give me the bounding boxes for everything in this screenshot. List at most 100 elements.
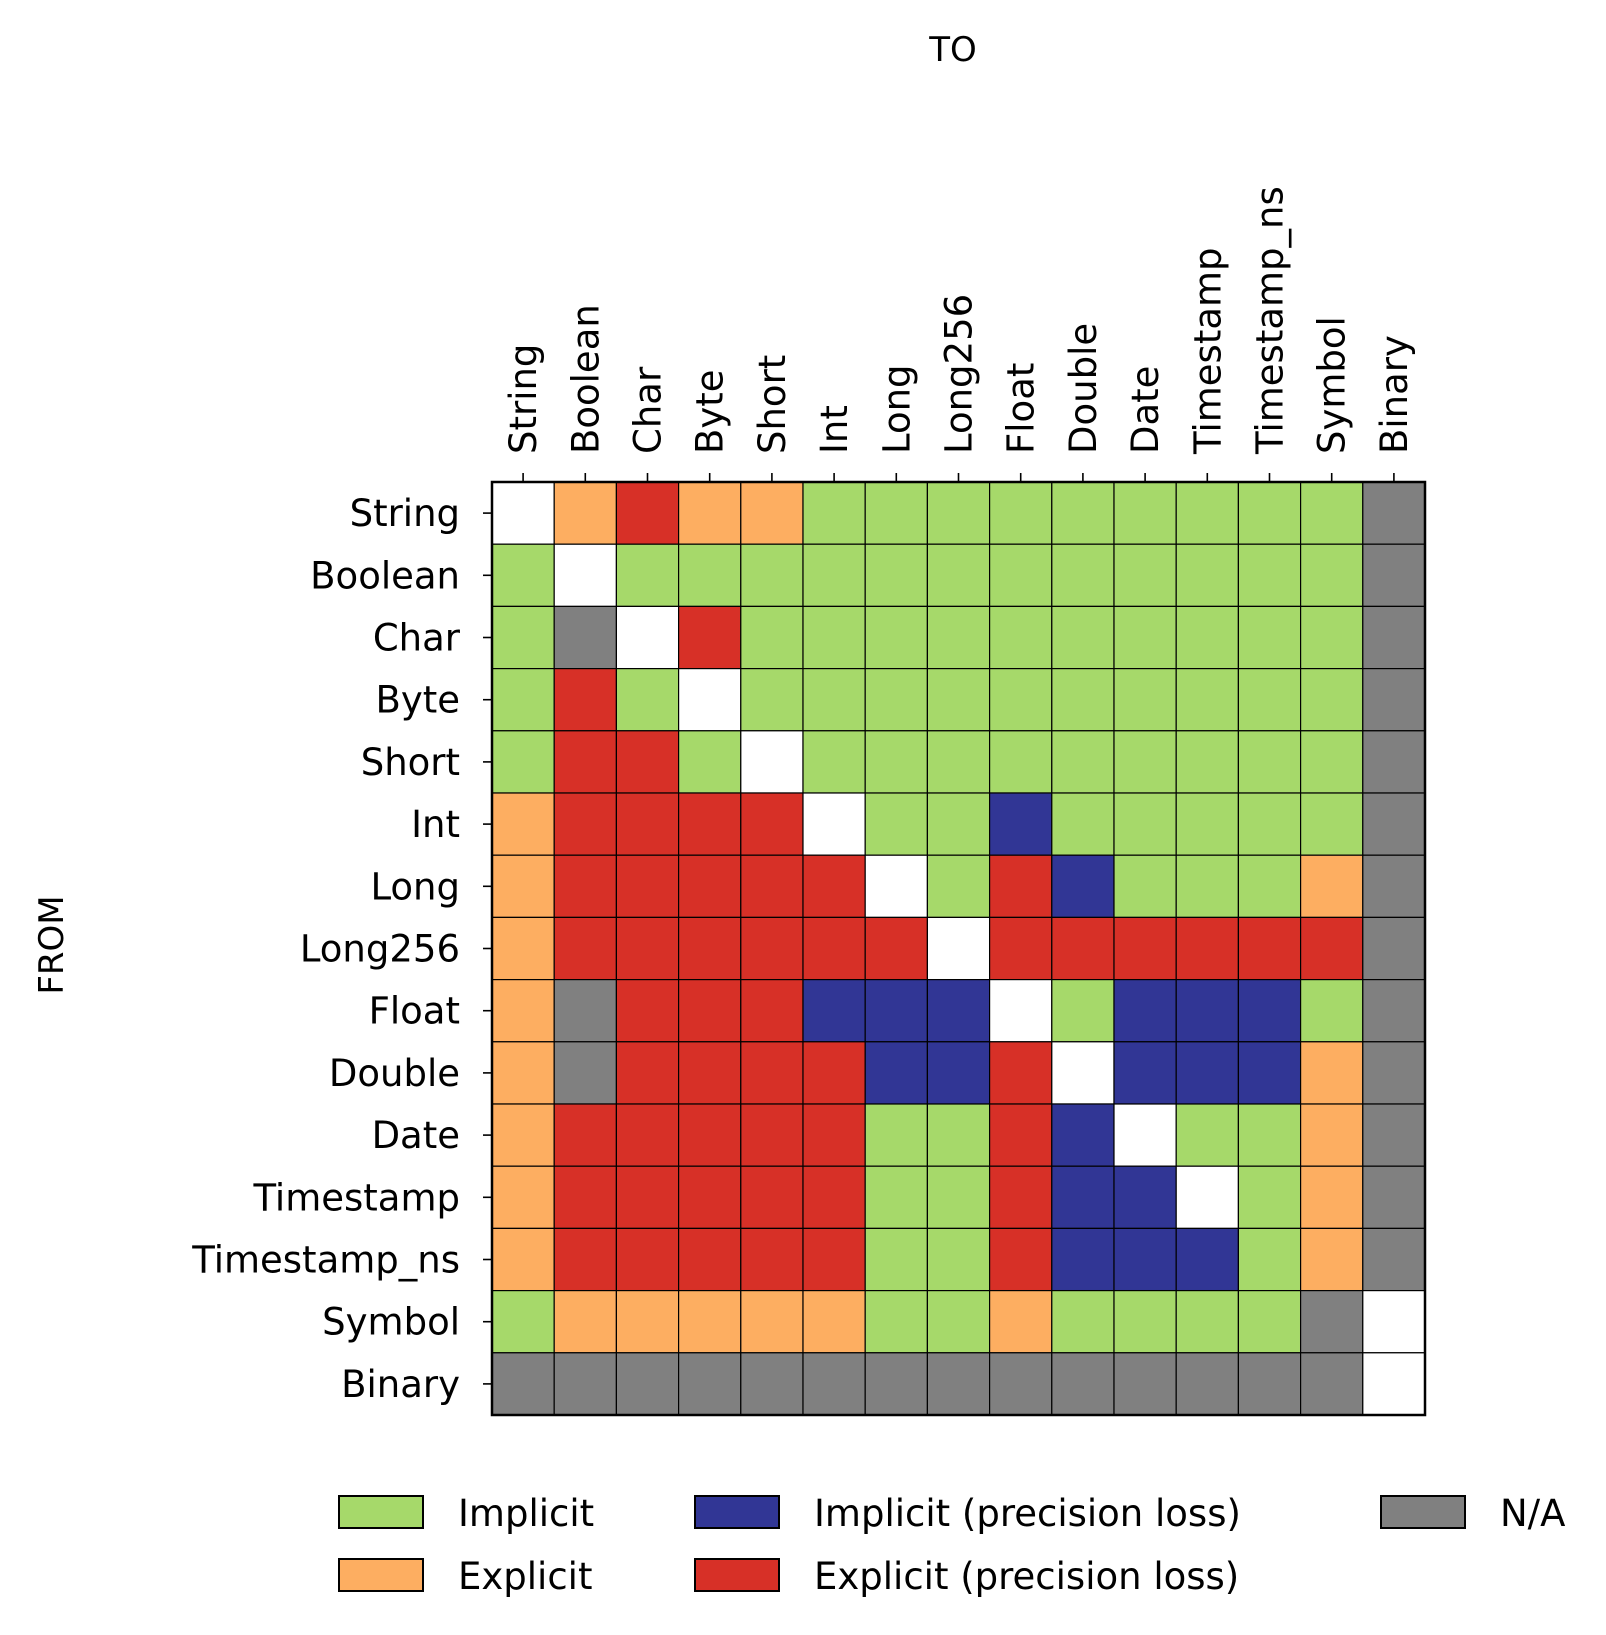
cell-timestamp-ns-to-long (864, 1227, 929, 1292)
cell-long-to-double (1051, 854, 1115, 919)
cell-short-to-char (615, 730, 680, 794)
cell-short-to-double (1051, 730, 1115, 794)
legend-label-explicit: Explicit (458, 1555, 592, 1598)
cell-char-to-long (864, 605, 929, 670)
cell-timestamp-ns-to-long256 (926, 1227, 991, 1292)
cell-date-to-boolean (553, 1103, 618, 1167)
cell-double-to-symbol (1299, 1041, 1364, 1105)
cell-date-to-float (988, 1103, 1053, 1167)
y-tick-label-int: Int (411, 803, 460, 846)
cell-short-to-boolean (553, 730, 618, 794)
cell-date-to-long256 (926, 1103, 991, 1167)
cell-double-to-binary (1362, 1041, 1426, 1105)
cell-byte-to-boolean (553, 667, 618, 732)
cell-date-to-long (864, 1103, 929, 1167)
cell-date-to-binary (1362, 1103, 1426, 1167)
cell-char-to-boolean (553, 605, 618, 670)
x-tick-label-timestamp-ns: Timestamp_ns (1249, 186, 1292, 455)
cell-date-to-string (491, 1103, 555, 1167)
cell-byte-to-timestamp (1175, 667, 1239, 732)
cell-float-to-timestamp-ns (1237, 978, 1302, 1043)
y-tick-labels: StringBooleanCharByteShortIntLongLong256… (191, 492, 492, 1406)
x-tick-label-symbol: Symbol (1311, 316, 1354, 454)
cell-timestamp-ns-to-date (1113, 1227, 1177, 1292)
y-tick-label-date: Date (372, 1114, 460, 1157)
cell-timestamp-ns-to-boolean (553, 1227, 618, 1292)
cell-string-to-long256 (926, 481, 991, 545)
cell-byte-to-byte (677, 667, 742, 732)
legend-label-implicit: Implicit (458, 1492, 594, 1535)
x-tick-label-byte: Byte (689, 369, 732, 454)
y-tick-label-string: String (350, 492, 460, 535)
cell-symbol-to-symbol (1299, 1289, 1364, 1354)
cell-char-to-binary (1362, 605, 1426, 670)
cell-short-to-symbol (1299, 730, 1364, 794)
cell-char-to-timestamp-ns (1237, 605, 1302, 670)
cell-timestamp-to-binary (1362, 1165, 1426, 1229)
cell-timestamp-to-boolean (553, 1165, 618, 1229)
cell-binary-to-long256 (926, 1352, 991, 1416)
x-tick-label-binary: Binary (1373, 335, 1416, 454)
cell-char-to-timestamp (1175, 605, 1239, 670)
cell-string-to-date (1113, 481, 1177, 545)
cell-binary-to-int (802, 1352, 866, 1416)
x-tick-label-long: Long (875, 364, 918, 454)
cell-byte-to-short (740, 667, 804, 732)
cell-long-to-int (802, 854, 866, 919)
cell-string-to-char (615, 481, 680, 545)
cell-int-to-long (864, 792, 929, 856)
cell-short-to-int (802, 730, 866, 794)
cell-string-to-timestamp (1175, 481, 1239, 545)
cell-long-to-timestamp (1175, 854, 1239, 919)
cell-binary-to-date (1113, 1352, 1177, 1416)
cell-timestamp-to-short (740, 1165, 804, 1229)
cell-timestamp-ns-to-timestamp (1175, 1227, 1239, 1292)
cell-boolean-to-timestamp-ns (1237, 543, 1302, 608)
cell-boolean-to-string (491, 543, 555, 608)
cell-symbol-to-string (491, 1289, 555, 1354)
cell-long-to-timestamp-ns (1237, 854, 1302, 919)
cell-long256-to-date (1113, 916, 1177, 981)
cell-boolean-to-double (1051, 543, 1115, 608)
cell-float-to-char (615, 978, 680, 1043)
cell-binary-to-symbol (1299, 1352, 1364, 1416)
cell-long256-to-float (988, 916, 1053, 981)
cell-double-to-int (802, 1041, 866, 1105)
x-axis-title: TO (928, 30, 977, 70)
cell-char-to-date (1113, 605, 1177, 670)
cell-timestamp-to-byte (677, 1165, 742, 1229)
cell-double-to-float (988, 1041, 1053, 1105)
cell-byte-to-float (988, 667, 1053, 732)
cell-int-to-byte (677, 792, 742, 856)
y-tick-label-timestamp-ns: Timestamp_ns (191, 1239, 460, 1282)
y-tick-label-binary: Binary (341, 1363, 460, 1406)
cell-double-to-long (864, 1041, 929, 1105)
cell-long-to-float (988, 854, 1053, 919)
cell-boolean-to-char (615, 543, 680, 608)
cell-symbol-to-timestamp (1175, 1289, 1239, 1354)
cell-timestamp-to-symbol (1299, 1165, 1364, 1229)
cell-boolean-to-int (802, 543, 866, 608)
cell-date-to-char (615, 1103, 680, 1167)
y-tick-label-byte: Byte (375, 679, 460, 722)
cell-binary-to-string (491, 1352, 555, 1416)
cell-symbol-to-binary (1362, 1289, 1426, 1354)
cell-boolean-to-boolean (553, 543, 618, 608)
cell-binary-to-char (615, 1352, 680, 1416)
legend-swatch-explicit-precision-loss- (694, 1558, 780, 1592)
cell-timestamp-to-timestamp-ns (1237, 1165, 1302, 1229)
cell-long-to-char (615, 854, 680, 919)
cell-symbol-to-long256 (926, 1289, 991, 1354)
y-axis-title: FROM (32, 895, 72, 994)
cell-byte-to-char (615, 667, 680, 732)
cell-date-to-short (740, 1103, 804, 1167)
cell-int-to-short (740, 792, 804, 856)
legend-swatch-n-a (1380, 1495, 1466, 1529)
cell-float-to-boolean (553, 978, 618, 1043)
cell-int-to-timestamp (1175, 792, 1239, 856)
cell-int-to-double (1051, 792, 1115, 856)
x-tick-label-float: Float (1000, 363, 1043, 454)
cell-binary-to-boolean (553, 1352, 618, 1416)
y-tick-label-short: Short (361, 741, 460, 784)
x-tick-label-boolean: Boolean (564, 304, 607, 454)
